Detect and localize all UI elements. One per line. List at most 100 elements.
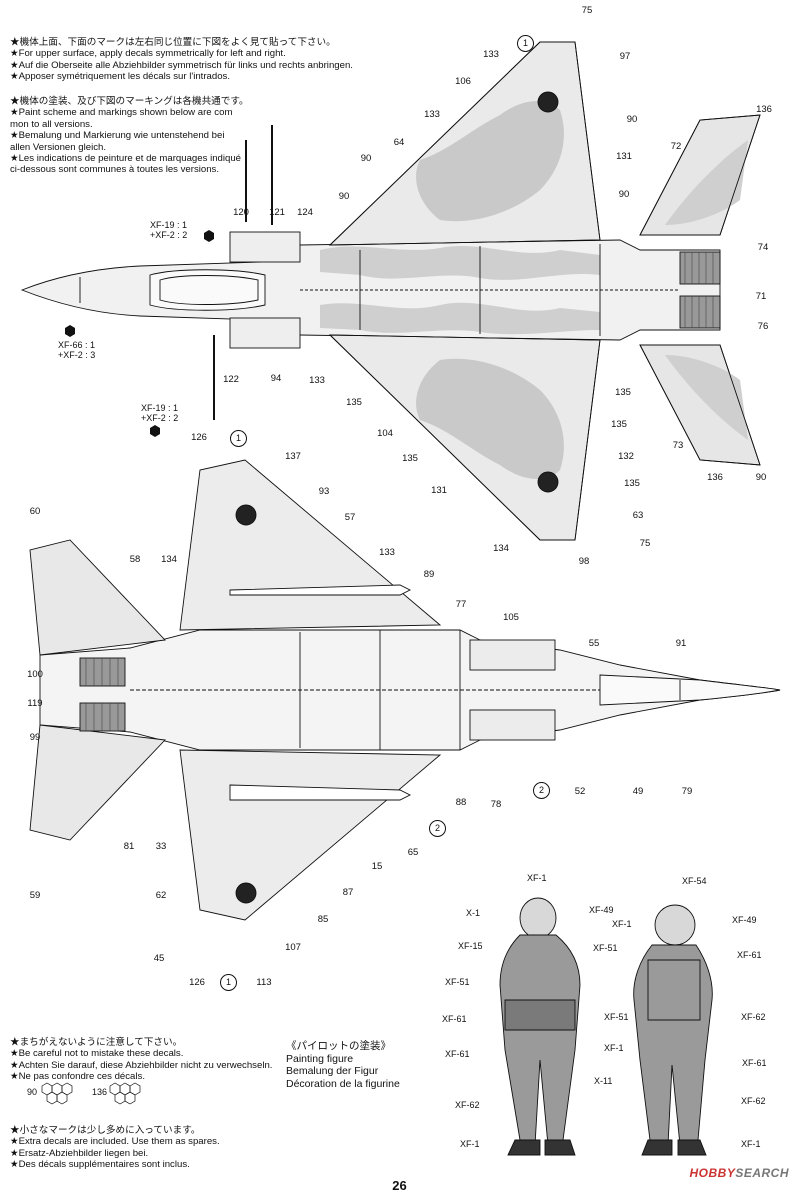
callout: 135 <box>624 478 640 489</box>
note-line: ★機体の塗装、及び下図のマーキングは各機共通です。 <box>10 96 249 107</box>
callout: 75 <box>639 538 651 549</box>
callout: 137 <box>285 451 301 462</box>
pilot-label: XF-1 <box>741 1139 761 1149</box>
callout: 135 <box>346 397 362 408</box>
callout: 76 <box>757 321 769 332</box>
callout: 133 <box>483 49 499 60</box>
callout: 90 <box>755 472 767 483</box>
pilot-label: XF-51 <box>445 977 470 987</box>
spare-badge-136: 136 <box>92 1087 108 1097</box>
callout: 73 <box>672 440 684 451</box>
callout: 120 <box>233 207 249 218</box>
note-line: ★まちがえないように注意して下さい。 <box>10 1037 183 1048</box>
note-line: ci-dessous sont communes à toutes les ve… <box>10 164 220 176</box>
callout: 49 <box>632 786 644 797</box>
pilot-label: XF-62 <box>455 1100 480 1110</box>
callout: 15 <box>371 861 383 872</box>
callout: 52 <box>574 786 586 797</box>
pilot-label: X-1 <box>466 908 481 918</box>
callout: 74 <box>757 242 769 253</box>
color-ref-upper-nose: XF-19 : 1 +XF-2 : 2 <box>150 220 187 240</box>
callout: 90 <box>618 189 630 200</box>
pilot-label: X-11 <box>594 1076 613 1086</box>
painting-title-fr: Décoration de la figurine <box>286 1077 400 1090</box>
callout: 135 <box>615 387 631 398</box>
callout: 98 <box>578 556 590 567</box>
callout: 133 <box>309 375 325 386</box>
callout: 97 <box>619 51 631 62</box>
callout: 45 <box>153 953 165 964</box>
spares-note: ★小さなマークは少し多めに入っています。 ★Extra decals are i… <box>10 1125 220 1171</box>
callout: 87 <box>342 887 354 898</box>
top-view <box>20 41 761 541</box>
callout: 58 <box>129 554 141 565</box>
note-line: ★Des décals supplémentaires sont inclus. <box>10 1159 190 1171</box>
callout: 33 <box>155 841 167 852</box>
callout: 136 <box>756 104 772 115</box>
note-line: ★Achten Sie darauf, diese Abziehbilder n… <box>10 1059 273 1071</box>
pilot-label: XF-54 <box>682 876 707 886</box>
callout: 65 <box>407 847 419 858</box>
callout: 132 <box>618 451 634 462</box>
callout: 57 <box>344 512 356 523</box>
note-line: ★Les indications de peinture et de marqu… <box>10 153 242 165</box>
pilot-label: XF-1 <box>460 1139 480 1149</box>
callout: 77 <box>455 599 467 610</box>
note-line: ★機体上面、下面のマークは左右同じ位置に下図をよく見て貼って下さい。 <box>10 37 336 48</box>
symmetry-note: ★機体上面、下面のマークは左右同じ位置に下図をよく見て貼って下さい。 ★For … <box>10 37 353 83</box>
pilot-label: XF-1 <box>527 873 547 883</box>
callout: 55 <box>588 638 600 649</box>
watermark-part1: HOBBY <box>689 1166 736 1180</box>
note-line: ★Paint scheme and markings shown below a… <box>10 107 233 119</box>
painting-title-jp: 《パイロットの塗装》 <box>286 1040 391 1052</box>
watermark: HOBBYSEARCH <box>689 1166 789 1180</box>
callout: 126 <box>191 432 207 443</box>
callout: 133 <box>424 109 440 120</box>
pilot-label: XF-61 <box>737 950 762 960</box>
pilot-label: XF-49 <box>589 905 614 915</box>
callout: 106 <box>455 76 471 87</box>
pilot-label: XF-61 <box>442 1014 467 1024</box>
note-line: ★Extra decals are included. Use them as … <box>10 1136 220 1148</box>
note-line: mon to all versions. <box>10 118 93 130</box>
pilot-label: XF-1 <box>604 1043 624 1053</box>
color-ref-line: XF-19 : 1 <box>150 220 188 230</box>
note-line: allen Versionen gleich. <box>10 141 107 153</box>
careful-note: ★まちがえないように注意して下さい。 ★Be careful not to mi… <box>10 1037 272 1083</box>
callout: 135 <box>402 453 418 464</box>
note-line: ★Apposer symétriquement les décals sur l… <box>10 71 230 83</box>
color-ref-line: XF-19 : 1 <box>141 403 179 413</box>
callout: 119 <box>27 698 43 709</box>
callout: 89 <box>423 569 435 580</box>
callout: 71 <box>755 291 767 302</box>
color-ref-line: +XF-2 : 2 <box>141 413 179 423</box>
pilot-label: XF-61 <box>742 1058 767 1068</box>
callout: 124 <box>297 207 313 218</box>
spare-badge-90: 90 <box>27 1087 38 1097</box>
color-ref-radome: XF-66 : 1 +XF-2 : 3 <box>58 340 95 360</box>
callout: 126 <box>189 977 205 988</box>
callout: 72 <box>670 141 682 152</box>
callout: 59 <box>29 890 41 901</box>
callout: 135 <box>611 419 627 430</box>
callout: 121 <box>269 207 285 218</box>
callout: 63 <box>632 510 644 521</box>
note-line: ★Auf die Oberseite alle Abziehbilder sym… <box>10 59 353 71</box>
callout: 90 <box>626 114 638 125</box>
callout: 90 <box>338 191 350 202</box>
callout: 107 <box>285 942 301 953</box>
callout: 60 <box>29 506 41 517</box>
pilot-label: XF-62 <box>741 1096 766 1106</box>
callout: 90 <box>360 153 372 164</box>
callout: 104 <box>377 428 393 439</box>
callout: 93 <box>318 486 330 497</box>
callout: 99 <box>29 732 41 743</box>
callout: 78 <box>490 799 502 810</box>
callout-circled: 2 <box>429 820 446 837</box>
bottom-view <box>29 459 781 921</box>
page-number: 26 <box>392 1178 407 1193</box>
callout: 131 <box>431 485 447 496</box>
painting-title-en: Painting figure <box>286 1052 354 1065</box>
pilot-label: XF-51 <box>604 1012 629 1022</box>
callout-circled: 1 <box>517 35 534 52</box>
